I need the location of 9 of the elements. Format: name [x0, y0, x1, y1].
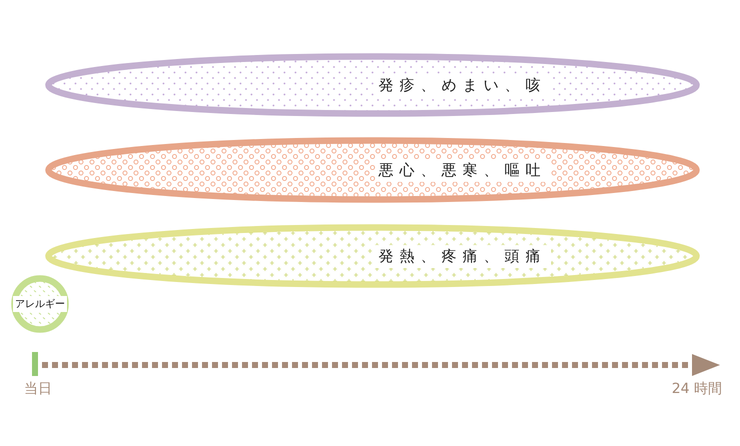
symptom-text: 悪心、悪寒、嘔吐 — [374, 158, 550, 182]
symptom-ellipse — [45, 224, 700, 288]
timeline-label: 当日 — [24, 380, 52, 398]
symptom-text: 発熱、疼痛、頭痛 — [374, 244, 550, 268]
category-label: アレルギー — [13, 296, 67, 312]
timeline-label: 24 時間 — [672, 380, 722, 398]
symptom-ellipse — [45, 137, 700, 203]
category-circle — [11, 275, 69, 333]
symptom-ellipse — [45, 53, 700, 117]
